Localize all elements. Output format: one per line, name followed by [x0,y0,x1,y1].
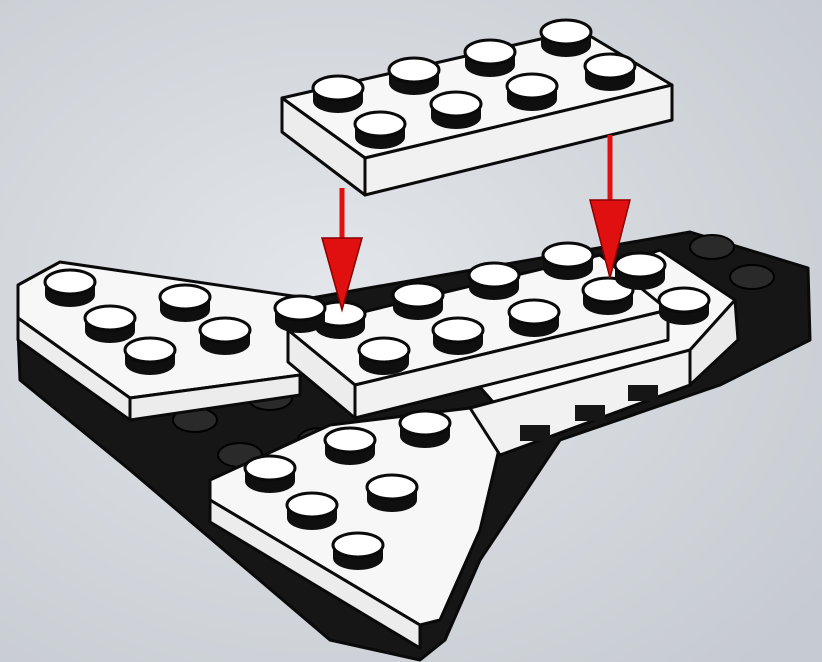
stud [469,263,519,300]
stud [325,428,375,465]
stud [359,338,409,375]
stud [509,300,559,337]
stud [585,54,635,91]
side-slot [520,425,550,441]
stud [160,285,210,322]
stud [287,493,337,530]
stud [245,456,295,493]
stud [507,74,557,111]
side-slot [628,385,658,401]
stud [400,411,450,448]
stud [45,270,95,307]
stud [85,306,135,343]
stud [200,318,250,355]
stud [367,475,417,512]
stud [541,20,591,57]
stud [275,296,325,333]
stud [543,243,593,280]
stud [393,283,443,320]
stud [431,92,481,129]
stud [389,58,439,95]
stud [659,288,709,325]
side-slot [575,405,605,421]
stud [313,76,363,113]
stud [433,318,483,355]
stud [333,533,383,570]
stud [125,338,175,375]
stud [355,112,405,149]
stud [615,253,665,290]
stud [465,40,515,77]
